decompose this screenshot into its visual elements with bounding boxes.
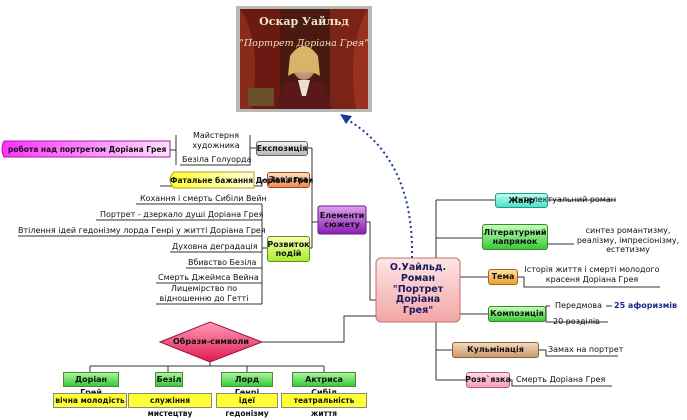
tie-node[interactable]: Зав'язка (267, 172, 310, 188)
genre-label: Жанр (508, 195, 535, 205)
exposition-leaf-2: Безіла Голуорда (182, 155, 252, 164)
center-node-shape (375, 257, 461, 323)
development-node[interactable]: Розвиток подій (267, 236, 310, 262)
center-node[interactable]: О.Уайльд. Роман "Портрет Доріана Грея" (376, 258, 460, 322)
symbol-name-lord-henry[interactable]: Лорд Генрі (221, 372, 273, 397)
symbols-diamond (158, 321, 264, 363)
symbol-name-dorian[interactable]: Доріан Грей (63, 372, 119, 397)
exposition-leaf-1: Майстерня художника (192, 131, 240, 150)
development-item-7: Лицемірство по відношенню до Гетті (159, 284, 249, 303)
climax-node[interactable]: Кульмінація (452, 342, 539, 358)
development-item-1: Кохання і смерть Сибіли Вейн (140, 194, 267, 203)
symbols-node[interactable]: Образи-символи (160, 332, 262, 352)
theme-leaf: Історія життя і смерті молодого красеня … (524, 265, 660, 284)
symbols-label: Образи-символи (173, 337, 249, 347)
theme-node[interactable]: Тема (488, 269, 518, 285)
genre-node[interactable]: Жанр (495, 193, 548, 208)
direction-node[interactable]: Літературний напрямок (482, 224, 548, 250)
exposition-label: Експозиція (256, 143, 308, 153)
right-branch-lines (376, 199, 660, 387)
symbol-name-basil[interactable]: Безіл (155, 372, 183, 387)
symbol-meaning-lord-henry: ідеї гедонізму (216, 393, 278, 418)
development-item-3: Втілення ідей гедонізму лорда Генрі у жи… (18, 226, 266, 235)
cover-book-title-text: "Портрет Доріана Грея" (239, 38, 368, 49)
exposition-callout-shape (1, 140, 171, 158)
book-cover-picture: Оскар Уайльд "Портрет Доріана Грея" (236, 6, 372, 112)
climax-label: Кульмінація (467, 345, 524, 355)
exposition-callout: робота над портретом Доріана Грея (8, 145, 167, 154)
denouement-label: Розв`язка (465, 375, 511, 385)
symbol-meaning-basil: служіння мистецтву (128, 393, 212, 418)
climax-leaf: Замах на портрет (548, 345, 624, 354)
symbol-meaning-sibyl: театральність життя (281, 393, 367, 418)
plot-elements-shape (317, 205, 367, 235)
development-item-2: Портрет - дзеркало душі Доріана Грея (100, 210, 264, 219)
composition-chapters-leaf: 20 розділів (553, 317, 600, 326)
tie-callout-shape (169, 171, 255, 189)
composition-aphorisms-leaf: 25 афоризмів (614, 301, 678, 310)
composition-label: Композиція (490, 309, 544, 319)
direction-leaf: синтез романтизму, реалізму, імпресіоніз… (576, 226, 680, 255)
symbol-meaning-dorian: вічна молодість (53, 393, 127, 408)
development-item-6: Смерть Джеймса Вейна (158, 273, 259, 282)
tie-callout: Фатальне бажання Доріана Грея (170, 176, 314, 185)
exposition-node[interactable]: Експозиція (256, 141, 308, 156)
center-node-label: О.Уайльд. Роман "Портрет Доріана Грея" (389, 261, 447, 317)
plot-elements-label: Елементи сюжету (319, 210, 365, 229)
tie-label: Зав'язка (268, 175, 309, 185)
plot-elements-node[interactable]: Елементи сюжету (318, 206, 366, 234)
denouement-node[interactable]: Розв`язка (465, 372, 511, 388)
denouement-leaf: Смерть Доріана Грея (516, 375, 606, 384)
development-item-5: Вбивство Безіла (188, 258, 257, 267)
dotted-link-arrow (340, 114, 414, 259)
development-label: Розвиток подій (267, 239, 310, 258)
genre-leaf: Інтелектуальний роман (515, 195, 616, 204)
direction-label: Літературний напрямок (483, 227, 547, 246)
development-item-4: Духовна деградація (172, 242, 258, 251)
theme-label: Тема (491, 272, 515, 282)
cover-author-text: Оскар Уайльд (259, 15, 349, 28)
composition-node[interactable]: Композиція (488, 306, 546, 322)
composition-intro-leaf: Передмова (555, 301, 603, 310)
left-branch-lines (18, 135, 376, 305)
symbol-name-sibyl[interactable]: Актриса Сибіл (292, 372, 356, 397)
